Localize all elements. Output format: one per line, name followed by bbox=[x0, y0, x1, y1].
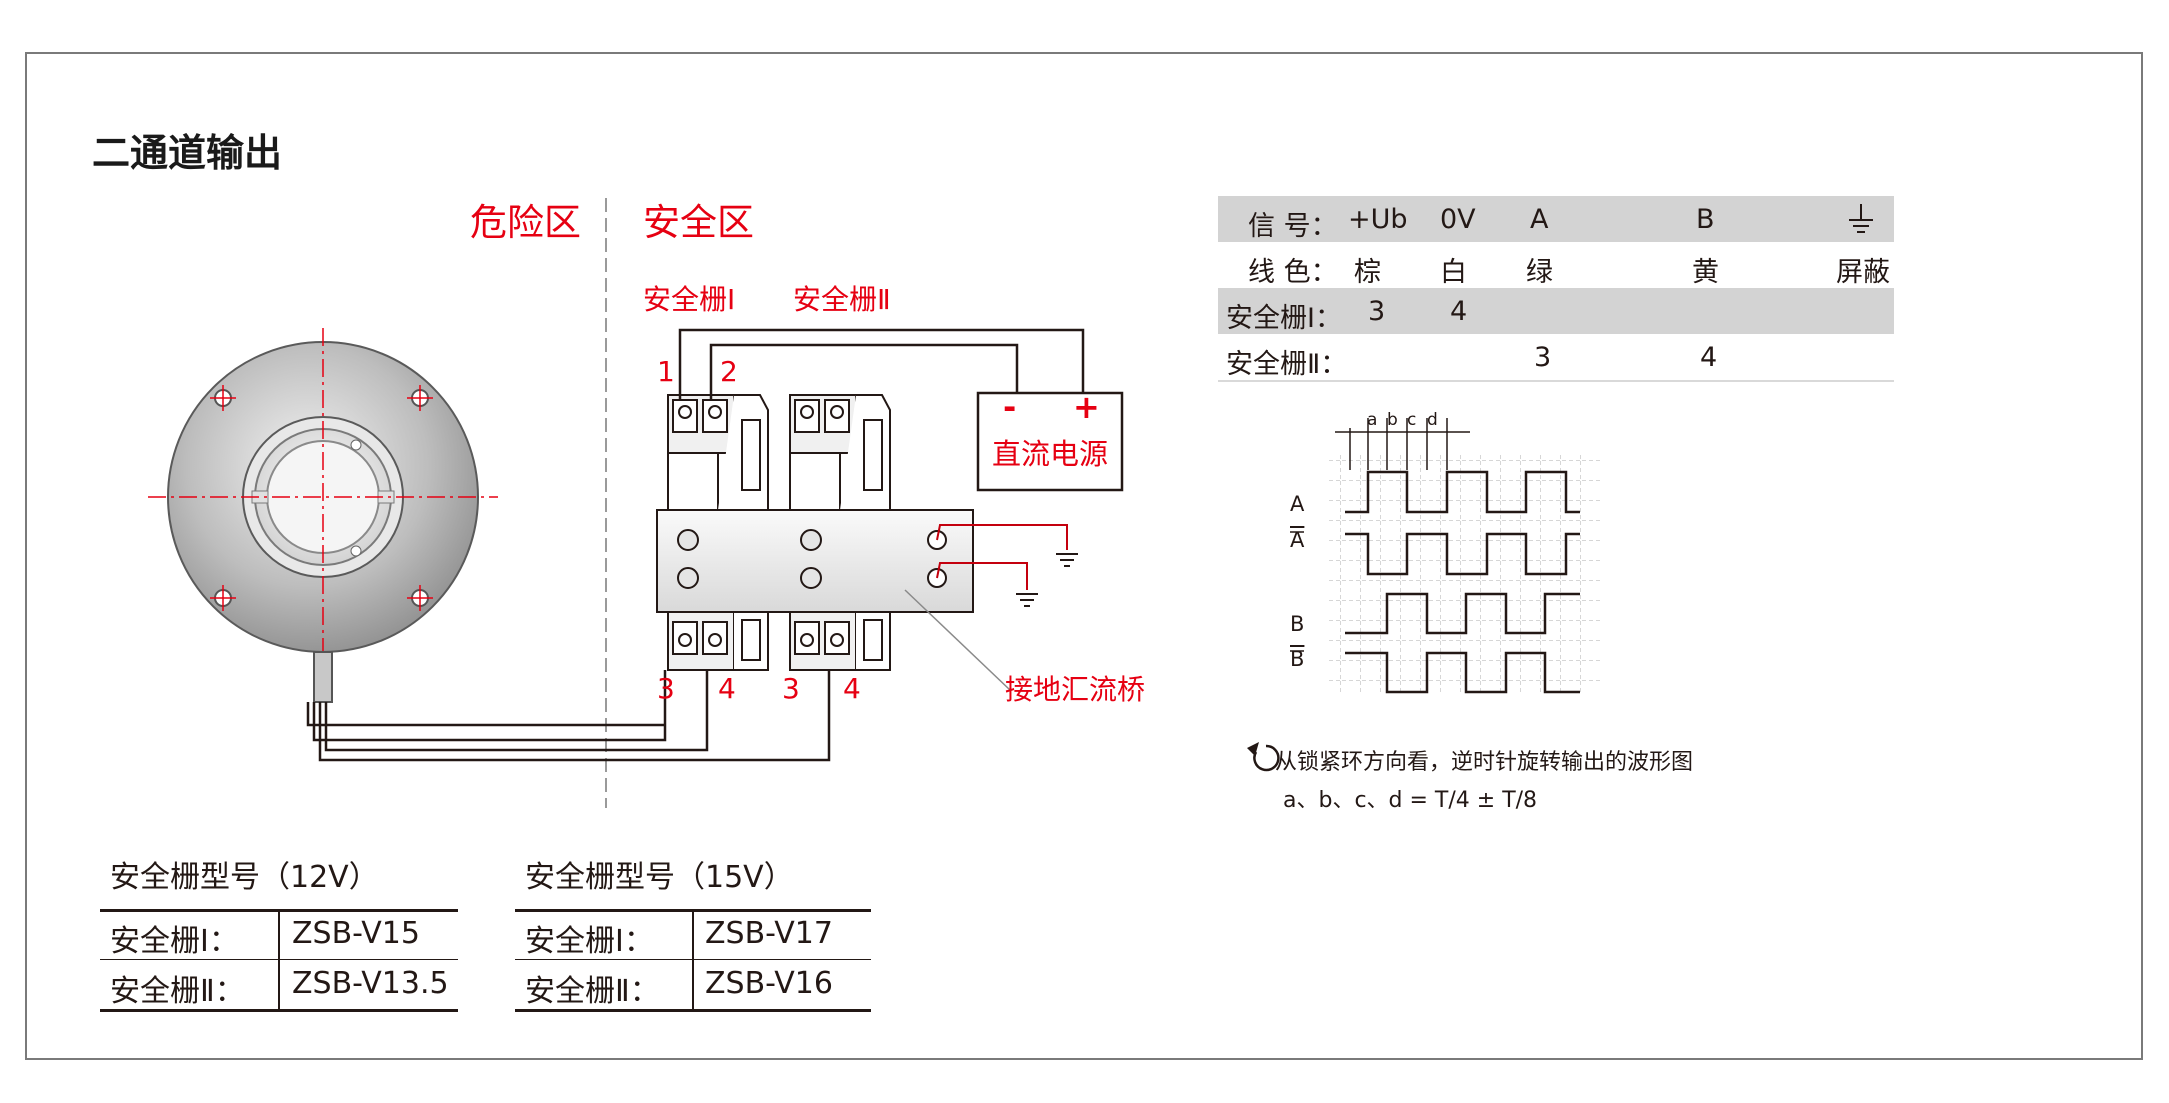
ground-icon bbox=[1849, 204, 1873, 233]
dc-power-box bbox=[976, 391, 1124, 492]
model-table-12v: 安全栅型号（12V） 安全栅Ⅰ： ZSB-V15 安全栅Ⅱ： ZSB-V13.5 bbox=[100, 852, 458, 1014]
barrier-2-row: 安全栅Ⅱ： 3 4 bbox=[1218, 334, 1894, 380]
encoder-disc bbox=[148, 328, 498, 703]
signal-row: 信 号： +Ub 0V A B bbox=[1218, 196, 1894, 242]
terminal-3-barrier-2: 3 bbox=[782, 672, 800, 705]
safety-barrier-2 bbox=[789, 394, 891, 671]
model-15v-row-1-name: 安全栅Ⅰ： bbox=[525, 924, 654, 959]
color-label: 线 色： bbox=[1248, 257, 1338, 288]
signal-label: 信 号： bbox=[1248, 211, 1338, 242]
tick-b: b bbox=[1387, 410, 1398, 430]
terminal-4-barrier-1: 4 bbox=[718, 672, 736, 705]
model-table-12v-caption: 安全栅型号（12V） bbox=[110, 860, 379, 895]
page-title: 二通道输出 bbox=[92, 131, 283, 175]
signal-b: B bbox=[1696, 204, 1715, 235]
barrier-2-row-label: 安全栅Ⅱ： bbox=[1226, 349, 1348, 380]
tick-d: d bbox=[1427, 410, 1438, 430]
model-15v-row-2-name: 安全栅Ⅱ： bbox=[525, 974, 660, 1009]
tick-a: a bbox=[1367, 410, 1378, 430]
wave-label-b: B bbox=[1290, 612, 1305, 636]
model-15v-row-1-model: ZSB-V17 bbox=[705, 916, 833, 951]
power-plus: + bbox=[1073, 388, 1100, 426]
color-yellow: 黄 bbox=[1692, 257, 1719, 288]
barrier-1-row: 安全栅Ⅰ： 3 4 bbox=[1218, 288, 1894, 334]
tick-c: c bbox=[1407, 410, 1417, 430]
barrier-1-0v-terminal: 4 bbox=[1450, 296, 1468, 327]
wave-label-a-bar: A bbox=[1290, 528, 1305, 552]
model-12v-row-2-model: ZSB-V13.5 bbox=[292, 966, 449, 1001]
ground-bridge-label: 接地汇流桥 bbox=[1005, 673, 1146, 706]
waveform-formula: a、b、c、d = T/4 ± T/8 bbox=[1283, 788, 1538, 813]
waveform-chart bbox=[1290, 418, 1600, 694]
barrier-1-ub-terminal: 3 bbox=[1368, 296, 1386, 327]
power-minus: - bbox=[1003, 388, 1017, 426]
model-table-15v: 安全栅型号（15V） 安全栅Ⅰ： ZSB-V17 安全栅Ⅱ： ZSB-V16 bbox=[515, 852, 871, 1014]
barrier-2-b-terminal: 4 bbox=[1700, 342, 1718, 373]
barrier-1-row-label: 安全栅Ⅰ： bbox=[1226, 303, 1342, 334]
color-white: 白 bbox=[1440, 257, 1467, 288]
terminal-4-barrier-2: 4 bbox=[843, 672, 861, 705]
outer-frame bbox=[25, 52, 2143, 1060]
barrier-2-label: 安全栅Ⅱ bbox=[793, 283, 891, 316]
model-12v-row-1-model: ZSB-V15 bbox=[292, 916, 420, 951]
ground-bus-bar bbox=[656, 509, 1011, 691]
color-shield: 屏蔽 bbox=[1836, 257, 1890, 288]
wave-label-a: A bbox=[1290, 492, 1305, 516]
dc-power-label: 直流电源 bbox=[992, 437, 1109, 471]
terminal-3-barrier-1: 3 bbox=[657, 672, 675, 705]
color-row: 线 色： 棕 白 绿 黄 屏蔽 bbox=[1218, 242, 1894, 288]
model-12v-row-2-name: 安全栅Ⅱ： bbox=[110, 974, 245, 1009]
color-brown: 棕 bbox=[1354, 257, 1381, 288]
wave-label-b-bar: B bbox=[1290, 647, 1305, 671]
waveform-caption: 从锁紧环方向看，逆时针旋转输出的波形图 bbox=[1275, 750, 1694, 775]
ground-symbols bbox=[1016, 553, 1078, 607]
power-wiring bbox=[678, 328, 1085, 400]
rotation-arrow-icon bbox=[1253, 744, 1280, 772]
model-15v-row-2-model: ZSB-V16 bbox=[705, 966, 833, 1001]
signal-table: 信 号： +Ub 0V A B 线 色： 棕 白 绿 黄 屏蔽 安全栅Ⅰ： 3 … bbox=[1218, 196, 1894, 382]
signal-a: A bbox=[1530, 204, 1549, 235]
model-table-15v-caption: 安全栅型号（15V） bbox=[525, 860, 794, 895]
model-12v-row-1-name: 安全栅Ⅰ： bbox=[110, 924, 239, 959]
terminal-1: 1 bbox=[657, 355, 675, 388]
danger-zone-label: 危险区 bbox=[470, 201, 581, 244]
signal-0v: 0V bbox=[1440, 204, 1476, 235]
encoder-cables bbox=[306, 670, 831, 762]
barrier-2-a-terminal: 3 bbox=[1534, 342, 1552, 373]
color-green: 绿 bbox=[1526, 257, 1553, 288]
terminal-2: 2 bbox=[720, 355, 738, 388]
barrier-1-label: 安全栅Ⅰ bbox=[643, 283, 736, 316]
safe-zone-label: 安全区 bbox=[643, 201, 754, 244]
signal-table-rule bbox=[1218, 380, 1894, 382]
signal-ub: +Ub bbox=[1348, 204, 1408, 235]
